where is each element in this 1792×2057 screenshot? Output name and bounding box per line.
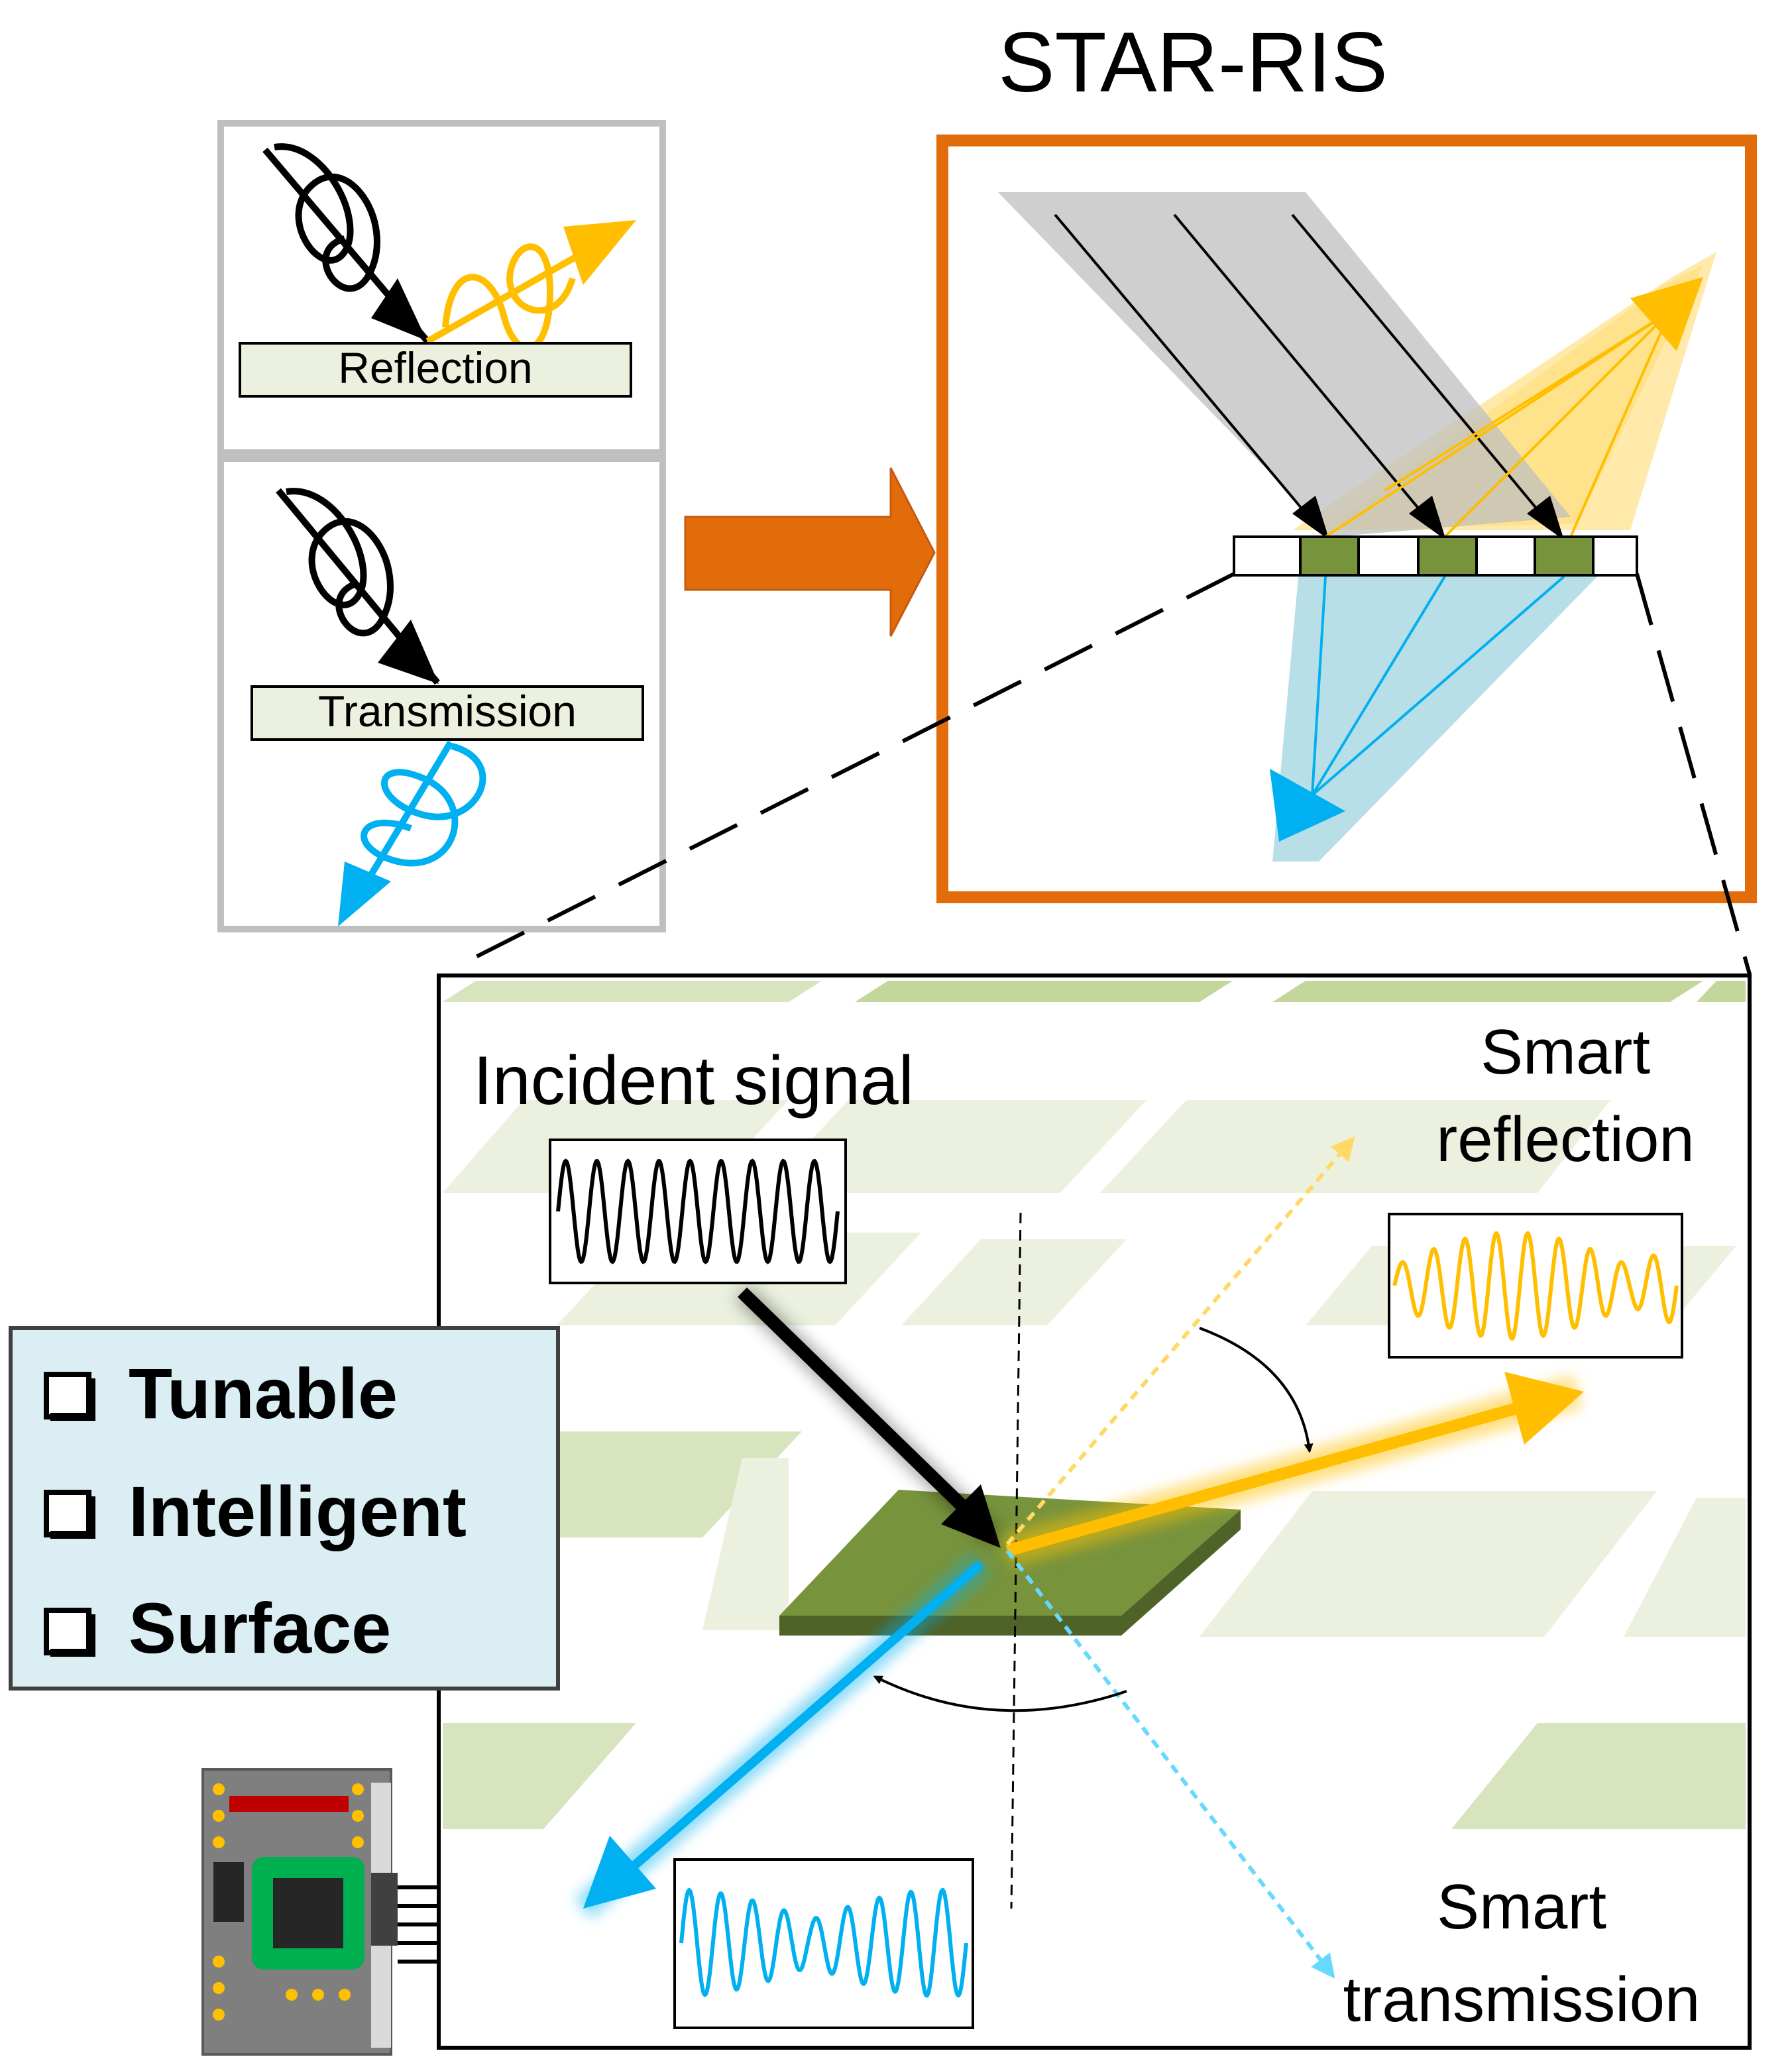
reflected-rays xyxy=(1324,277,1703,538)
surface-tiles xyxy=(443,981,1746,1829)
big-orange-arrow xyxy=(684,467,936,637)
incident-beam-line xyxy=(738,1287,979,1523)
transmission-signal-box xyxy=(673,1858,974,2029)
transmitted-beam-line xyxy=(620,1560,984,1879)
reflection-panel: Reflection xyxy=(217,120,666,456)
ris-element xyxy=(1299,535,1360,577)
reflected-beam-line xyxy=(1005,1400,1526,1557)
title: STAR-RIS xyxy=(998,15,1388,110)
incident-beam-head xyxy=(941,1484,1001,1548)
transmission-cone xyxy=(1272,570,1604,862)
smart-reflection-line2: reflection xyxy=(1436,1104,1695,1175)
checklist-label: Tunable xyxy=(129,1353,398,1433)
surface-panel: Incident signal Smart reflection Smart t… xyxy=(437,973,1752,2050)
reflection-label: Reflection xyxy=(338,343,533,392)
reflection-signal-box xyxy=(1388,1213,1683,1359)
ris-element xyxy=(1417,535,1478,577)
checklist-item: Surface xyxy=(44,1588,391,1668)
transmission-panel: Transmission xyxy=(217,455,666,932)
checklist-label: Intelligent xyxy=(129,1471,467,1551)
transmitted-wave-icon xyxy=(338,740,486,926)
reflection-angle-arc xyxy=(1199,1327,1314,1453)
incident-signal-box xyxy=(549,1139,847,1284)
incident-wave-icon xyxy=(262,143,430,344)
ris-element xyxy=(1534,535,1595,577)
incident-beam xyxy=(998,192,1571,537)
incident-wave-icon xyxy=(276,488,440,685)
tis-checklist-panel: Tunable Intelligent Surface xyxy=(9,1326,560,1691)
checklist-item: Tunable xyxy=(44,1353,398,1433)
checkbox-icon xyxy=(44,1372,91,1419)
transmission-waveform xyxy=(679,1887,968,1998)
zoom-lines xyxy=(469,572,1752,975)
transmitted-rays xyxy=(1270,575,1565,842)
smart-transmission-line1: Smart xyxy=(1437,1871,1606,1942)
incident-signal-label: Incident signal xyxy=(473,1042,914,1119)
reflection-surface xyxy=(239,342,632,398)
incident-waveform xyxy=(556,1158,840,1264)
transmitted-beam-head xyxy=(583,1836,656,1909)
smart-transmission-line2: transmission xyxy=(1343,1964,1701,2035)
incident-rays xyxy=(1054,213,1564,540)
controller-board-icon xyxy=(201,1768,439,2056)
reflected-wave-icon xyxy=(425,220,636,352)
transmission-label: Transmission xyxy=(318,687,577,736)
reflection-waveform xyxy=(1392,1231,1679,1341)
checkbox-icon xyxy=(44,1490,91,1537)
checkbox-icon xyxy=(44,1608,91,1655)
checklist-item: Intelligent xyxy=(44,1471,467,1551)
reflected-beam-head xyxy=(1504,1372,1584,1445)
checklist-label: Surface xyxy=(129,1588,391,1668)
star-ris-array xyxy=(1233,535,1638,577)
specular-reflection-dotted xyxy=(1005,1136,1355,1545)
transmission-angle-arc xyxy=(873,1675,1127,1712)
smart-reflection-line1: Smart xyxy=(1481,1017,1650,1087)
transmission-surface xyxy=(251,685,644,741)
